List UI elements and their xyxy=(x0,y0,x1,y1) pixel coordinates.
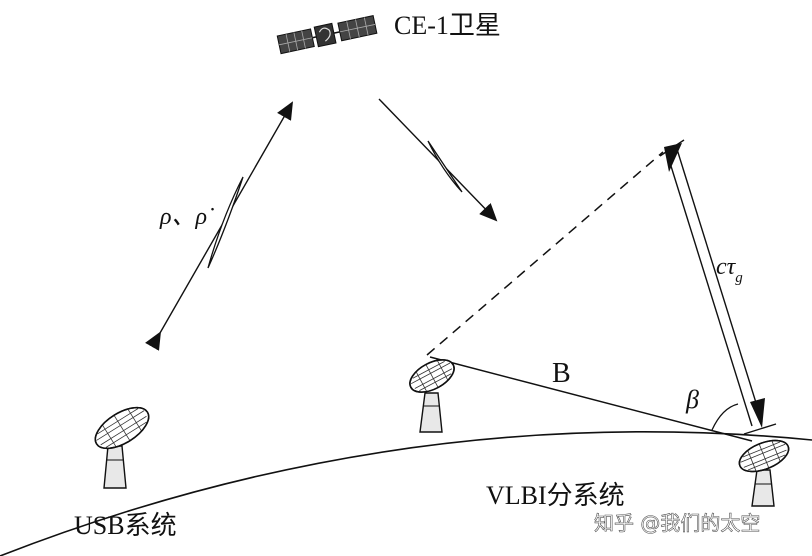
baseline-label: B xyxy=(552,358,571,389)
delay-end-tick xyxy=(743,423,777,435)
earth-surface-arc xyxy=(0,431,812,556)
delay-arrow-shaft-a xyxy=(665,149,753,427)
watermark-text: 知乎 @我们的太空 xyxy=(594,511,760,535)
vlbi-label: VLBI分系统 xyxy=(486,481,625,510)
satellite-icon xyxy=(276,15,378,55)
delay-label-subscript: g xyxy=(735,270,743,286)
vlbi-antenna-1-icon xyxy=(409,359,455,433)
vlbi-signal-lens xyxy=(427,140,463,193)
delay-arrow-shaft-b xyxy=(675,145,763,423)
delay-arrowhead-bottom xyxy=(750,398,765,428)
range-rate-label: ρ、ρ̇ xyxy=(159,204,214,230)
delay-arrowhead-top xyxy=(664,143,682,172)
beta-label: β xyxy=(685,385,699,414)
usb-antenna-icon xyxy=(94,406,150,489)
beta-angle-arc xyxy=(711,403,739,431)
usb-label: USB系统 xyxy=(74,511,177,540)
vlbi-antenna-2-icon xyxy=(738,439,790,507)
delay-label-main: cτ xyxy=(716,254,737,280)
usb-signal-lens xyxy=(207,176,244,269)
satellite-label: CE-1卫星 xyxy=(394,11,501,40)
wavefront-dashed-line xyxy=(426,151,664,356)
baseline-line xyxy=(429,356,753,442)
delay-label: cτg xyxy=(716,254,743,286)
